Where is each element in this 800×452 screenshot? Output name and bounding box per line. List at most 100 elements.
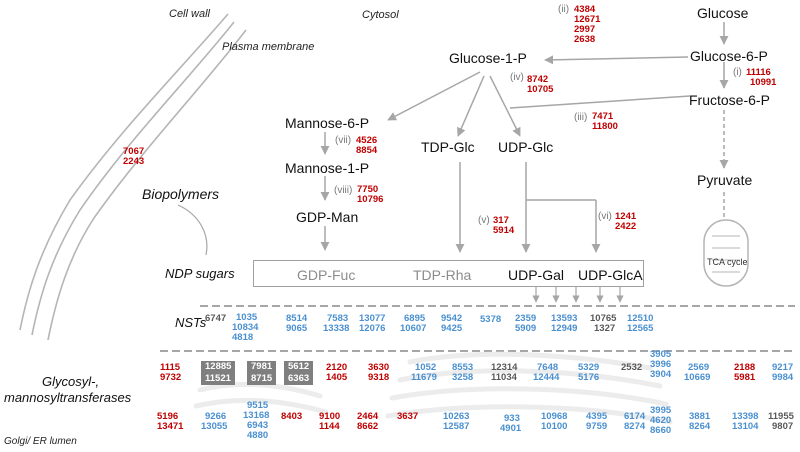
gene-id: 8742 <box>527 74 549 85</box>
step-v-roman: (v) <box>478 215 490 226</box>
gene-id: 13471 <box>157 421 184 432</box>
gt-top-16: 9217 9984 <box>772 363 793 383</box>
gene-id: 2532 <box>621 362 643 373</box>
gt-top-3: 7981 8715 <box>247 361 277 385</box>
nst-arrows <box>532 286 624 303</box>
gene-id: 3258 <box>452 372 474 383</box>
gene-id: 12076 <box>359 323 386 334</box>
gene-id: 13398 <box>732 411 759 422</box>
gt-top-12: 2532 <box>621 363 642 373</box>
gene-id: 7648 <box>537 362 559 373</box>
gene-id: 2120 <box>326 362 348 373</box>
gene-id: 12314 <box>491 362 518 373</box>
gt-top-15: 2188 5981 <box>734 363 755 383</box>
gt-bottom-6: 2464 8662 <box>357 412 378 432</box>
gene-id: 13593 <box>551 313 578 324</box>
nst-group-4: 7583 13338 <box>323 314 349 334</box>
gt-bottom-15: 13398 13104 <box>732 412 758 432</box>
gdp-fuc-label: GDP-Fuc <box>297 267 356 283</box>
gene-id: 12885 <box>201 361 236 373</box>
gene-id: 7471 <box>592 111 614 122</box>
gt-top-4: 5612 6363 <box>284 361 314 385</box>
gene-id: 9542 <box>441 313 463 324</box>
gene-id: 8514 <box>286 313 308 324</box>
step-i-roman: (i) <box>733 67 742 78</box>
nst-group-2: 1035 10834 4818 <box>232 313 258 343</box>
gene-id: 5914 <box>493 225 515 236</box>
gene-id: 9732 <box>160 372 182 383</box>
nst-group-3: 8514 9065 <box>286 314 307 334</box>
step-ii-ids: 4384 12671 2997 2638 <box>574 5 600 45</box>
gene-id: 7583 <box>327 313 349 324</box>
cell-wall-lines <box>19 13 247 341</box>
gene-id: 8264 <box>689 421 711 432</box>
gene-id: 9217 <box>772 362 794 373</box>
gene-id: 11034 <box>491 372 517 383</box>
gene-id: 5329 <box>578 362 600 373</box>
step-ii-roman: (ii) <box>558 4 570 15</box>
gene-id: 7750 <box>357 184 379 195</box>
nst-group-10: 13593 12949 <box>551 314 577 334</box>
gt-bottom-5: 9100 1144 <box>319 412 340 432</box>
gene-id: 5981 <box>734 372 756 383</box>
gene-id: 9807 <box>772 421 794 432</box>
gene-id: 6895 <box>404 313 426 324</box>
mannose-1-p-label: Mannose-1-P <box>285 160 370 176</box>
gene-id: 9759 <box>586 421 608 432</box>
gt-top-1: 1115 9732 <box>160 363 181 383</box>
tdp-rha-label: TDP-Rha <box>413 267 472 283</box>
gt-top-5: 2120 1405 <box>326 363 347 383</box>
gene-id: 10100 <box>541 421 568 432</box>
plasma-membrane-label: Plasma membrane <box>222 41 315 53</box>
gene-id: 9266 <box>205 411 227 422</box>
udp-gal-label: UDP-Gal <box>508 267 565 283</box>
step-v-ids: 317 5914 <box>493 216 514 236</box>
gene-id: 1115 <box>160 362 181 373</box>
tca-cycle-label: TCA cycle <box>707 257 748 267</box>
gene-id: 9100 <box>319 411 341 422</box>
gt-bottom-7: 3637 <box>397 412 418 422</box>
gene-id: 11955 <box>768 411 794 422</box>
gene-id: 9425 <box>441 323 463 334</box>
gene-id: 2243 <box>123 156 145 167</box>
gt-top-9: 12314 11034 <box>491 363 517 383</box>
gt-bottom-11: 4395 9759 <box>586 412 607 432</box>
mitochondrion-icon <box>703 219 749 287</box>
gene-id: 9515 <box>247 400 269 411</box>
ndp-sugars-box <box>253 260 644 287</box>
gt-top-14: 2569 10669 <box>684 363 710 383</box>
gene-id: 3905 <box>650 349 672 360</box>
nst-group-9: 2359 5909 <box>515 314 536 334</box>
gene-id: 7067 <box>123 146 145 157</box>
gene-id: 4880 <box>247 430 269 441</box>
gene-id: 10968 <box>541 411 568 422</box>
gene-id: 11116 <box>746 67 771 78</box>
gene-id: 317 <box>493 215 509 226</box>
gene-id: 8553 <box>452 362 474 373</box>
gene-id: 933 <box>504 413 520 424</box>
gene-id: 3637 <box>397 411 419 422</box>
tdp-glc-label: TDP-Glc <box>421 139 475 155</box>
gene-id: 13077 <box>359 313 386 324</box>
gene-id: 13055 <box>201 421 228 432</box>
gt-bottom-3: 9515 13168 6943 4880 <box>243 401 269 441</box>
glucose-1-p-label: Glucose-1-P <box>449 50 527 66</box>
gene-id: 4395 <box>586 411 608 422</box>
gt-top-13: 3905 3996 3904 <box>650 350 671 380</box>
gene-id: 10765 <box>590 313 617 324</box>
gene-id: 12565 <box>627 323 654 334</box>
gene-id: 8854 <box>356 145 378 156</box>
gene-id: 8715 <box>247 373 277 385</box>
gene-id: 1035 <box>236 312 258 323</box>
gt-top-8: 8553 3258 <box>452 363 473 383</box>
glycolysis-arrows <box>509 22 729 220</box>
gene-id: 2569 <box>688 362 710 373</box>
gene-id: 5176 <box>578 372 600 383</box>
gt-label-line-1: Glycosyl-, <box>42 374 100 389</box>
gene-id: 3881 <box>689 411 711 422</box>
nst-group-5: 13077 12076 <box>359 314 385 334</box>
fructose-6-p-label: Fructose-6-P <box>689 92 770 108</box>
gene-id: 1405 <box>326 372 348 383</box>
